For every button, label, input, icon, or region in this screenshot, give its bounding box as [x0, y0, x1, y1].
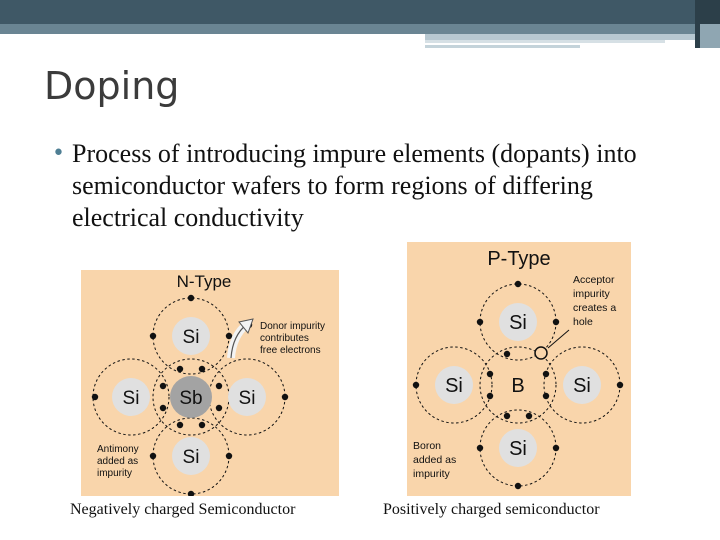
header-bar-dark	[0, 0, 720, 24]
atom-si-right-icon	[228, 378, 266, 416]
n-type-title: N-Type	[177, 272, 232, 291]
p-type-svg: P-Type Si	[412, 248, 624, 490]
p-annotation-line-1: Acceptor	[573, 274, 615, 286]
n-type-svg: N-Type S	[91, 272, 325, 496]
header-corner-accent	[700, 24, 720, 48]
atom-si-right-icon	[563, 366, 601, 404]
annotation-pointer-icon	[547, 329, 570, 349]
atom-label-top: Si	[509, 312, 527, 334]
p-annotation-line-4: hole	[573, 316, 593, 328]
atom-label-left: Si	[123, 388, 140, 409]
n-annotation-line-2: contributes	[260, 333, 309, 344]
atom-label-right: Si	[239, 388, 256, 409]
n-annotation-line-1: Donor impurity	[260, 321, 325, 332]
n-label-line-1: Antimony	[97, 444, 139, 455]
n-type-electrons	[91, 294, 289, 496]
p-annotation-line-3: creates a	[573, 302, 616, 314]
curved-arrow-icon	[227, 318, 254, 359]
atom-sb-center-icon	[170, 376, 212, 418]
atom-si-bottom-icon	[499, 429, 537, 467]
slide-title: Doping	[44, 64, 180, 108]
atom-label-right: Si	[573, 375, 591, 397]
p-label-line-3: impurity	[413, 468, 451, 480]
header-accent-line	[425, 40, 665, 43]
n-label-line-2: added as	[97, 456, 138, 467]
atom-si-top-icon	[172, 317, 210, 355]
n-annotation-line-3: free electrons	[260, 345, 321, 356]
atom-label-center: B	[511, 375, 524, 397]
atom-si-bottom-icon	[172, 437, 210, 475]
hole-icon	[534, 346, 548, 360]
p-label-line-2: added as	[413, 454, 456, 466]
n-type-caption: Negatively charged Semiconductor	[70, 501, 296, 518]
n-label-line-3: impurity	[97, 468, 132, 479]
p-label-line-1: Boron	[413, 440, 441, 452]
p-annotation-line-2: impurity	[573, 288, 611, 300]
p-type-diagram: P-Type Si	[407, 242, 631, 496]
atom-label-bottom: Si	[509, 438, 527, 460]
bullet-text: Process of introducing impure elements (…	[72, 139, 637, 232]
n-type-diagram: N-Type S	[81, 270, 339, 496]
header-bar-mid	[0, 24, 700, 34]
atom-label-bottom: Si	[183, 447, 200, 468]
atom-label-left: Si	[445, 375, 463, 397]
p-type-title: P-Type	[487, 248, 550, 270]
atom-si-left-icon	[435, 366, 473, 404]
p-type-electrons	[412, 280, 624, 490]
bullet-dot-icon: •	[52, 141, 65, 166]
header-accent-line-short	[425, 45, 580, 48]
atom-si-top-icon	[499, 303, 537, 341]
p-type-caption: Positively charged semiconductor	[383, 501, 600, 518]
header-accent-bar	[425, 34, 700, 40]
atom-label-top: Si	[183, 327, 200, 348]
atom-label-center: Sb	[179, 388, 202, 409]
atom-si-left-icon	[112, 378, 150, 416]
